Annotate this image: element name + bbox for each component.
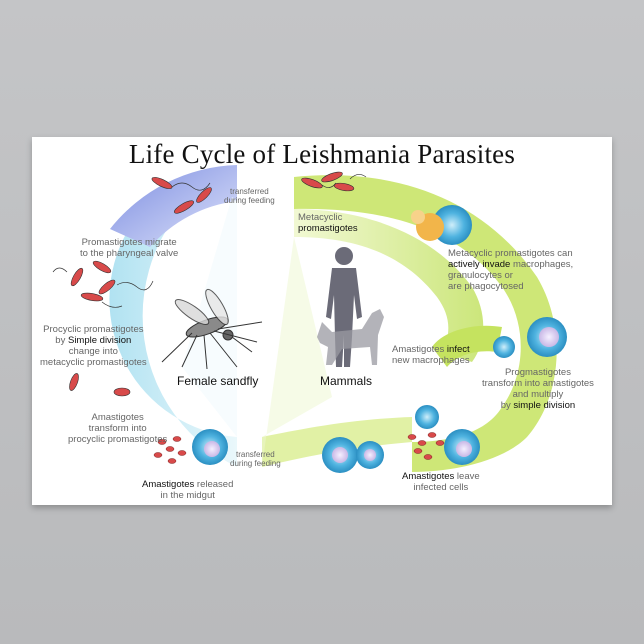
flagella <box>52 174 367 308</box>
human-silhouette-icon <box>326 247 362 367</box>
label-female-sandfly: Female sandfly <box>177 374 259 388</box>
label-actively-invade: Metacyclic promastigotes can actively in… <box>448 248 574 292</box>
life-cycle-diagram <box>52 165 567 473</box>
label-mammals: Mammals <box>320 374 373 388</box>
mosquito-icon <box>161 288 263 370</box>
label-procyclic: Procyclic promastigotes by Simple divisi… <box>40 324 147 368</box>
label-amastigotes-released: Amastigotes released in the midgut <box>142 479 234 501</box>
label-amastigotes-infect: Amastigotes infect new macrophages <box>392 344 470 366</box>
macrophage-icon <box>192 205 567 473</box>
label-amastigotes-transform: Amastigotes transform into procyclic pro… <box>68 412 168 445</box>
dog-silhouette-icon <box>317 309 384 365</box>
label-amastigotes-leave: Amastigotes leave infected cells <box>402 471 480 493</box>
vector-cycle-band <box>109 165 237 467</box>
amastigote-group-host <box>407 432 445 460</box>
poster: Life Cycle of Leishmania Parasites trans… <box>32 137 612 505</box>
host-cycle-ring <box>262 175 557 472</box>
poster-title: Life Cycle of Leishmania Parasites <box>128 139 516 169</box>
promastigote-group <box>69 171 355 397</box>
amastigote-group-midgut <box>153 436 187 464</box>
label-progmastigotes: Progmastigotes transform into amastigote… <box>482 367 594 411</box>
